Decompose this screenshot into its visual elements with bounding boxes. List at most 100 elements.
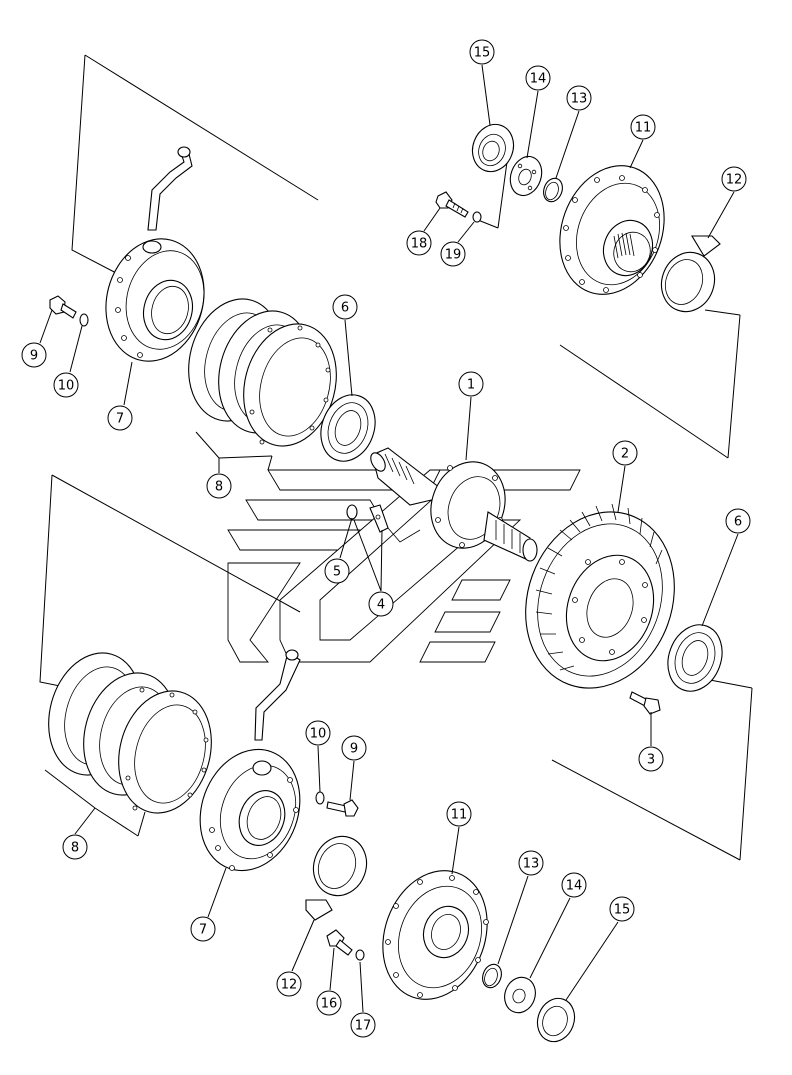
leader-line-c11a: [629, 139, 644, 169]
callout-circle: [305, 720, 331, 746]
callout-circle: [341, 735, 367, 761]
callout-c18: 18: [406, 230, 432, 256]
callout-circle: [469, 39, 495, 65]
callout-c3: 3: [638, 746, 664, 772]
oil-pipe-lower: [254, 649, 301, 741]
callout-c11a: 11: [630, 114, 656, 140]
callout-c17: 17: [350, 1012, 376, 1038]
leader-line-c1: [465, 396, 472, 461]
leader-line-c15a: [481, 64, 491, 126]
callout-number: 11: [451, 808, 468, 823]
callout-number: 11: [635, 121, 652, 136]
pinion-shaft: [370, 447, 538, 562]
callout-c15b: 15: [609, 896, 635, 922]
leader-line-c4: [353, 519, 382, 592]
upper-left-assembly: [49, 146, 376, 462]
callout-number: 7: [116, 412, 124, 427]
leader-line-c18: [423, 207, 441, 232]
oil-seal-upper: [471, 123, 515, 173]
collar-lower: [305, 835, 368, 921]
callout-circle: [721, 166, 747, 192]
brake-housing-lower: [199, 748, 301, 872]
callout-c9a: 9: [21, 342, 47, 368]
callout-c12b: 12: [276, 971, 302, 997]
lower-right-assembly: [305, 835, 576, 1043]
lock-washer-lower: [355, 949, 365, 961]
brake-housing-upper: [105, 238, 205, 362]
callout-circle: [638, 746, 664, 772]
callout-labels: 1514131112181991076185426310987111314151…: [21, 39, 751, 1038]
leader-line-c2: [617, 465, 626, 513]
leader-line-c8a: [267, 455, 273, 471]
leader-line-c9b: [349, 760, 355, 801]
leader-line-c8a: [218, 455, 273, 459]
callout-c13b: 13: [518, 850, 544, 876]
callout-number: 4: [377, 598, 385, 613]
callout-number: 12: [281, 978, 298, 993]
washer-upper-left: [79, 313, 89, 327]
callout-circle: [368, 591, 394, 617]
callout-circle: [630, 114, 656, 140]
callout-number: 9: [30, 349, 38, 364]
bolt-lower-right: [326, 929, 353, 956]
oil-seal-lower: [536, 997, 576, 1043]
ring-upper: [543, 177, 563, 203]
washer-lower-left: [315, 791, 325, 805]
callout-number: 7: [199, 923, 207, 938]
leader-line-c6a: [344, 319, 353, 397]
hub-flange-upper: [559, 165, 665, 295]
callout-number: 6: [341, 301, 349, 316]
hub-flange-lower: [382, 870, 489, 1000]
callout-circle: [206, 473, 232, 499]
callout-circle: [190, 916, 216, 942]
callout-c10b: 10: [305, 720, 331, 746]
callout-c10a: 10: [53, 372, 79, 398]
leader-line-c12a: [707, 191, 735, 239]
callout-circle: [62, 834, 88, 860]
callout-c9b: 9: [341, 735, 367, 761]
leader-line-c11b: [451, 826, 460, 875]
callout-c8a: 8: [206, 473, 232, 499]
callout-number: 17: [355, 1019, 372, 1034]
leader-line-c8b: [137, 811, 146, 837]
leader-line-c8b: [74, 807, 96, 835]
callout-c5: 5: [324, 558, 350, 584]
collar-upper: [660, 235, 721, 313]
callout-circle: [324, 558, 350, 584]
callout-circle: [609, 896, 635, 922]
callout-number: 1: [467, 378, 475, 393]
callout-number: 15: [614, 903, 631, 918]
callout-c6a: 6: [332, 294, 358, 320]
central-assembly: [346, 447, 723, 715]
bolt-upper: [435, 191, 469, 218]
callout-circle: [561, 872, 587, 898]
callout-number: 8: [71, 841, 79, 856]
upper-right-assembly: [435, 123, 721, 313]
leader-line-c15b: [565, 921, 619, 1001]
leader-line-c16: [329, 947, 335, 991]
callout-circle: [350, 1012, 376, 1038]
callout-number: 13: [523, 857, 540, 872]
callout-c19: 19: [440, 241, 466, 267]
bearing-upper: [320, 394, 376, 462]
bolt-upper-left: [49, 295, 77, 319]
callout-number: 8: [215, 480, 223, 495]
callout-circle: [107, 405, 133, 431]
bevel-ring-gear: [525, 503, 675, 689]
leader-line-c13a: [555, 110, 580, 179]
callout-circle: [53, 372, 79, 398]
callout-circle: [276, 971, 302, 997]
callout-circle: [440, 241, 466, 267]
callout-circle: [566, 85, 592, 111]
leader-line-c17: [359, 961, 364, 1013]
leader-line-c10a: [69, 325, 83, 373]
leader-line-c8b: [94, 807, 139, 837]
leader-line-c14b: [529, 897, 571, 979]
callout-c12a: 12: [721, 166, 747, 192]
callout-c4: 4: [368, 591, 394, 617]
callout-circle: [612, 440, 638, 466]
callout-circle: [518, 850, 544, 876]
callout-number: 14: [566, 879, 583, 894]
leader-line-c8a: [195, 431, 220, 459]
